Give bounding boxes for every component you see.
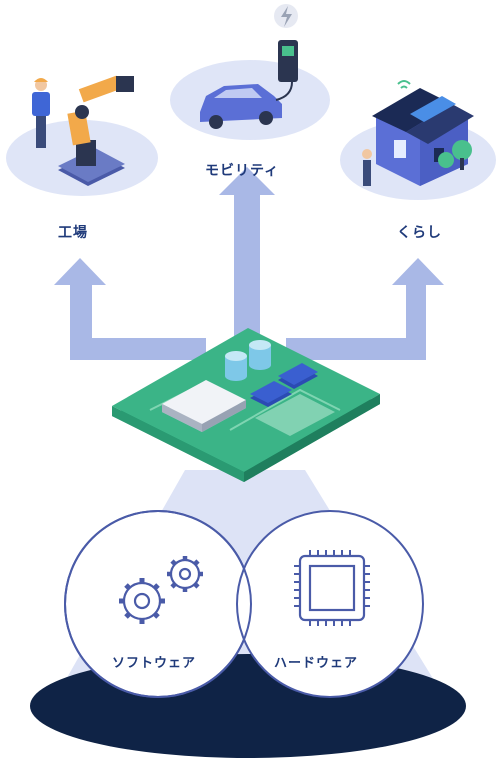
arrow-to-mobility bbox=[219, 167, 275, 345]
label-factory: 工場 bbox=[58, 225, 88, 241]
arrows bbox=[54, 167, 444, 360]
robot-arm-icon bbox=[6, 75, 158, 196]
gears-icon bbox=[119, 556, 203, 624]
coin-stack bbox=[225, 340, 271, 381]
label-mobility: モビリティ bbox=[205, 163, 280, 179]
arrow-to-life bbox=[286, 258, 444, 360]
label-life: くらし bbox=[397, 225, 442, 241]
label-hardware: ハードウェア bbox=[274, 656, 359, 671]
circuit-board-icon bbox=[112, 328, 380, 482]
label-software: ソフトウェア bbox=[112, 656, 197, 671]
ev-car-charging-icon bbox=[170, 4, 330, 140]
arrow-to-factory bbox=[54, 258, 206, 360]
hardware-circle bbox=[236, 510, 424, 698]
smart-house-icon bbox=[340, 80, 496, 200]
chip-icon bbox=[294, 550, 370, 626]
